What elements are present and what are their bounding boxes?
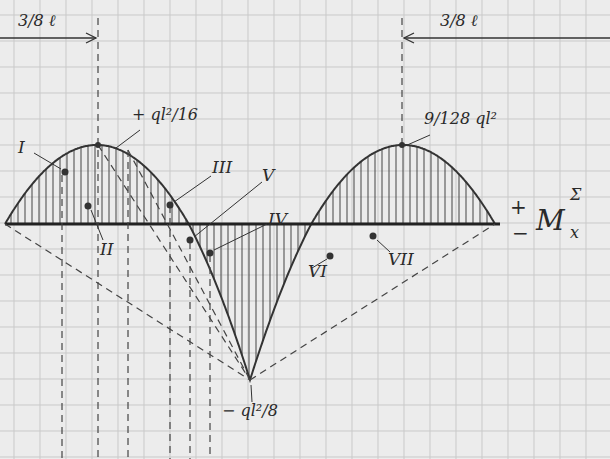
dashed-lines — [5, 18, 495, 459]
point-number: VII — [388, 250, 414, 269]
sign: + — [510, 196, 527, 218]
point-number: I — [18, 138, 25, 157]
point-number: II — [100, 240, 113, 259]
dimension-arrows — [0, 33, 610, 43]
dimension: 3/8 ℓ — [18, 12, 56, 30]
moment-value: 9/128 ql² — [424, 110, 497, 128]
point-number: III — [212, 158, 232, 177]
sign: − — [512, 222, 529, 244]
point-number: IV — [268, 210, 287, 229]
moment-curve — [5, 145, 495, 380]
axis-superscript: Σ — [570, 186, 581, 204]
axis-subscript: x — [570, 224, 579, 242]
dimension: 3/8 ℓ — [440, 12, 478, 30]
point-number: VI — [308, 262, 327, 281]
moment-value: + ql²/16 — [132, 106, 198, 124]
point-number: V — [262, 166, 274, 185]
hatching — [11, 145, 494, 377]
moment-value: − ql²/8 — [222, 402, 278, 420]
axis-name: M — [536, 206, 565, 237]
leader-lines — [34, 130, 430, 402]
axis — [5, 223, 500, 226]
points — [62, 142, 406, 260]
